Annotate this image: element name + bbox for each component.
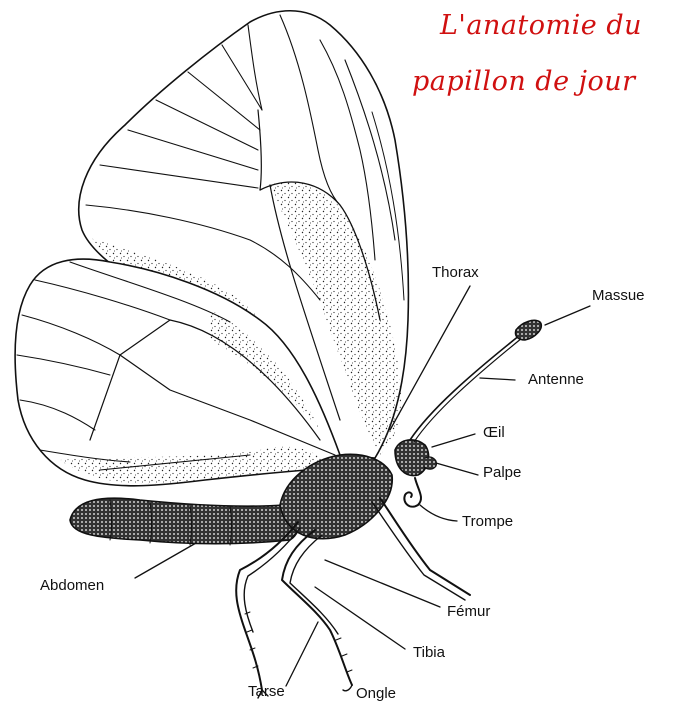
- label-tibia: Tibia: [413, 644, 445, 661]
- abdomen: [70, 498, 299, 544]
- label-massue: Massue: [592, 287, 645, 304]
- label-thorax: Thorax: [432, 264, 479, 281]
- label-ongle: Ongle: [356, 685, 396, 702]
- label-antenne: Antenne: [528, 371, 584, 388]
- label-oeil: Œil: [483, 424, 505, 441]
- antenna-club: [515, 320, 541, 340]
- title-line-1: L'anatomie du: [440, 10, 642, 41]
- title-line-2: papillon de jour: [412, 66, 636, 97]
- proboscis: [404, 478, 421, 507]
- label-trompe: Trompe: [462, 513, 513, 530]
- head: [395, 440, 429, 476]
- label-palpe: Palpe: [483, 464, 521, 481]
- label-femur: Fémur: [447, 603, 490, 620]
- label-abdomen: Abdomen: [40, 577, 104, 594]
- label-tarse: Tarse: [248, 683, 285, 700]
